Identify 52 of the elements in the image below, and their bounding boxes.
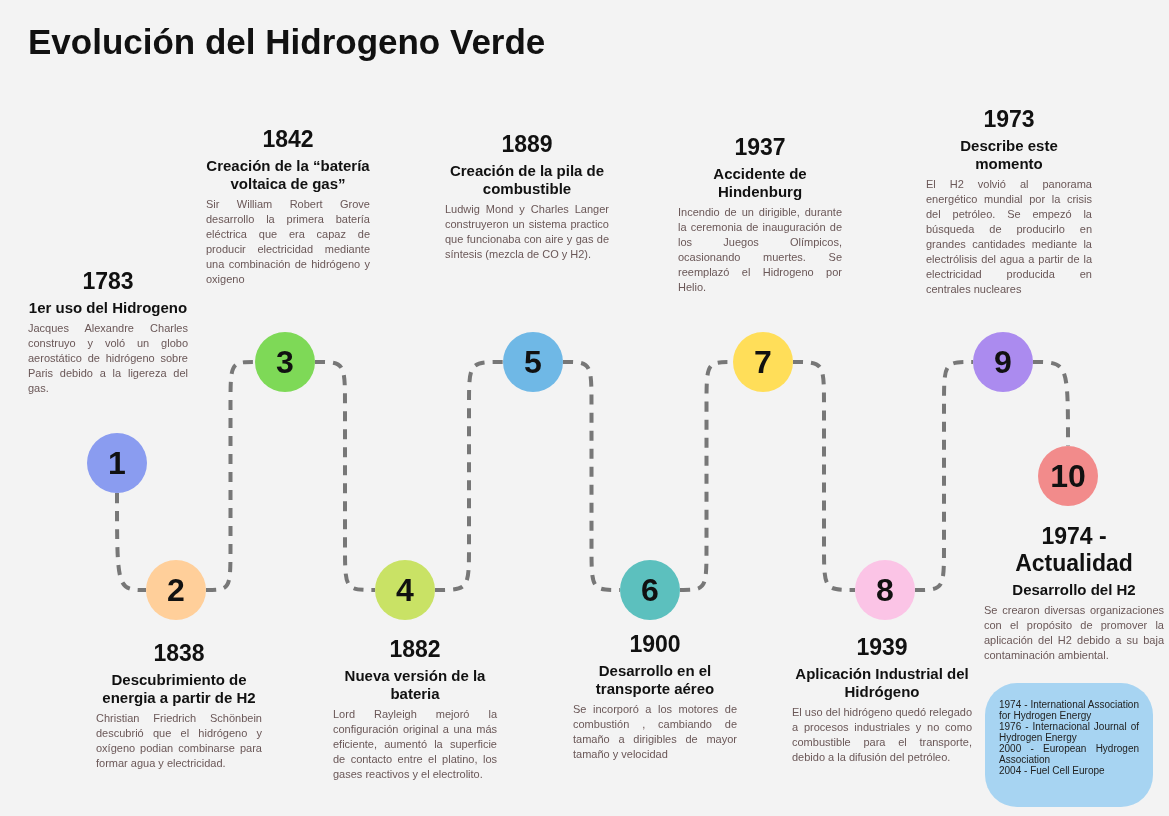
number-circle: 2: [146, 560, 206, 620]
organization-entry: 2000 - European Hydrogen Association: [999, 743, 1139, 765]
number-circle: 1: [87, 433, 147, 493]
event-description: Ludwig Mond y Charles Langer construyeron un sistema practico que funcionaba con aire y gas de síntesis (mezcla de CO y H2).: [445, 202, 609, 262]
event-heading: Desarrollo del H2: [1011, 581, 1137, 599]
event-description: Jacques Alexandre Charles construyo y voló un globo aerostático de hidrógeno sobre Paris debido a la ligereza del gas.: [28, 321, 188, 396]
organization-entry: 1976 - Internacional Journal of Hydrogen Energy: [999, 721, 1139, 743]
event-heading: Desarrollo en el transporte aéreo: [594, 662, 716, 698]
event-heading: 1er uso del Hidrogeno: [28, 299, 188, 317]
year-label: 1939: [856, 634, 908, 661]
event-description: Se crearon diversas organizaciones con el propósito de promover la aplicación del H2 debido a su baja contaminación ambiental.: [984, 603, 1164, 663]
event-description: Sir William Robert Grove desarrollo la primera batería eléctrica que era capaz de producir electricidad mediante una combinación de hidrógeno y oxigeno: [206, 197, 370, 287]
dashed-connector: [915, 360, 973, 592]
year-label: 1838: [153, 640, 205, 667]
event-description: Christian Friedrich Schönbein descubrió que el hidrógeno y oxígeno podian combinarse para formar agua y electricidad.: [96, 711, 262, 771]
dashed-connector: [115, 493, 147, 592]
year-label: 1974 - Actualidad: [1014, 523, 1134, 577]
number-circle: 7: [733, 332, 793, 392]
year-label: 1889: [501, 131, 553, 158]
number-circle: 5: [503, 332, 563, 392]
number-circle: 9: [973, 332, 1033, 392]
dashed-connector: [315, 360, 375, 592]
dashed-connector: [1033, 360, 1070, 446]
year-label: 1973: [983, 106, 1035, 133]
number-circle: 8: [855, 560, 915, 620]
number-circle: 4: [375, 560, 435, 620]
year-label: 1783: [82, 268, 134, 295]
year-label: 1900: [629, 631, 681, 658]
event-description: El H2 volvió al panorama energético mundial por la crisis del petróleo. Se empezó la búsqueda de producirlo en grandes cantidades mediante la electrólisis del agua a partir de la electricidad producida en centrales nucleares: [926, 177, 1092, 297]
event-heading: Aplicación Industrial del Hidrógeno: [794, 665, 970, 701]
organization-entry: 1974 - International Association for Hydrogen Energy: [999, 699, 1139, 721]
info-box: [985, 683, 1153, 807]
event-heading: Accidente de Hindenburg: [712, 165, 808, 201]
page-title: Evolución del Hidrogeno Verde: [28, 22, 546, 62]
number-circle: 10: [1038, 446, 1098, 506]
event-description: Se incorporó a los motores de combustión , cambiando de tamaño a dirigibles de mayor tamaño y velocidad: [573, 702, 737, 762]
event-description: Lord Rayleigh mejoró la configuración original a una más eficiente, aumentó la superficie de contacto entre el platino, los gases reactivos y el electrolito.: [333, 707, 497, 782]
event-heading: Descubrimiento de energia a partir de H2: [101, 671, 257, 707]
year-label: 1882: [389, 636, 441, 663]
number-circle: 6: [620, 560, 680, 620]
event-heading: Nueva versión de la bateria: [343, 667, 487, 703]
event-heading: Creación de la “batería voltaica de gas”: [206, 157, 370, 193]
year-label: 1842: [262, 126, 314, 153]
number-circle: 3: [255, 332, 315, 392]
event-description: Incendio de un dirigible, durante la ceremonia de inauguración de los Juegos Olímpicos, ocasionando muertes. Se reemplazó el Hidrogeno por Helio.: [678, 205, 842, 295]
event-heading: Creación de la pila de combustible: [448, 162, 606, 198]
event-description: El uso del hidrógeno quedó relegado a procesos industriales y no como combustible para el transporte, debido a la difusión del petróleo.: [792, 705, 972, 765]
dashed-connector: [435, 360, 503, 592]
year-label: 1937: [734, 134, 786, 161]
organization-entry: 2004 - Fuel Cell Europe: [999, 765, 1106, 776]
event-heading: Describe este momento: [959, 137, 1059, 173]
dashed-connector: [793, 360, 855, 592]
